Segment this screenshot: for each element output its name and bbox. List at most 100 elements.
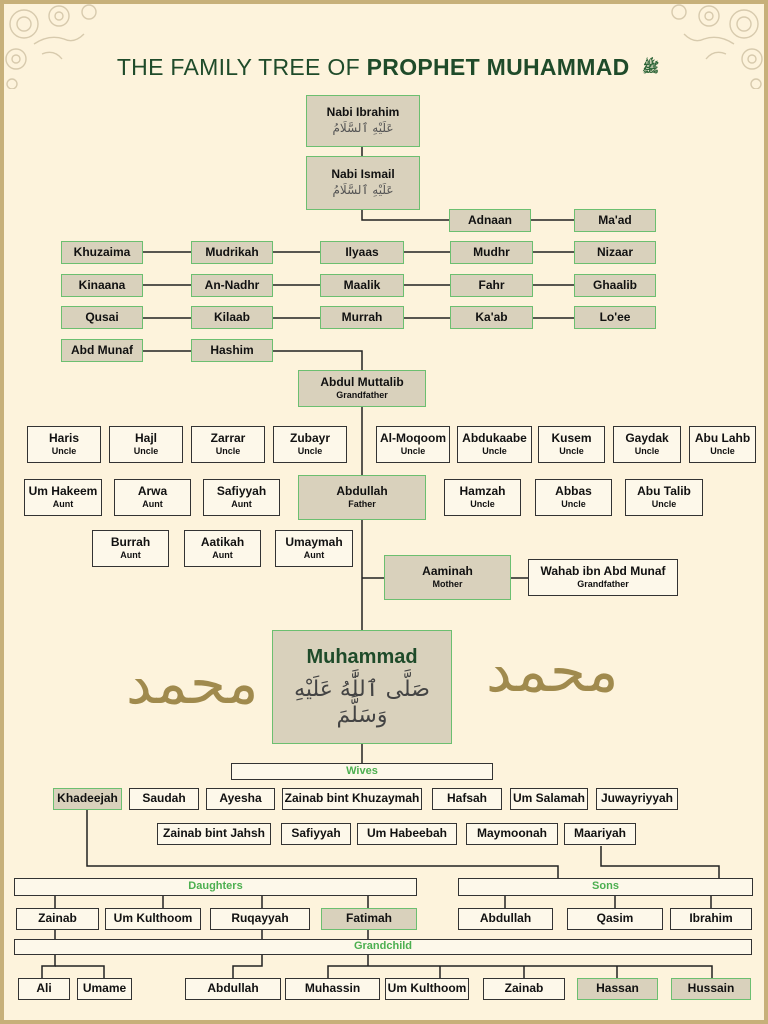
connector-lines <box>41 146 720 978</box>
node-name: Abu Talib <box>637 484 691 499</box>
node-role: Aunt <box>231 499 252 510</box>
node-name: Nabi Ibrahim <box>326 105 400 120</box>
node-murrah: Murrah <box>320 306 404 329</box>
calligraphy-left: محمد <box>126 649 259 717</box>
node-role: Uncle <box>400 446 426 457</box>
node-kaab: Ka'ab <box>450 306 533 329</box>
node-mudhr: Mudhr <box>450 241 533 264</box>
node-name: Muhassin <box>304 981 361 996</box>
node-name: Khuzaima <box>73 244 131 259</box>
node-name: An-Nadhr <box>204 277 260 292</box>
node-muhassin: Muhassin <box>285 978 380 1000</box>
node-ibrahim-son: Ibrahim <box>670 908 752 930</box>
node-arabic: صَلَّى ٱللَّٰهُ عَلَيْهِ وَسَلَّمَ <box>294 677 430 728</box>
node-name: Qasim <box>596 911 634 926</box>
node-name: Zainab bint Khuzaymah <box>284 791 420 806</box>
node-arabic: عَلَيْهِ ٱلسَّلَامُ <box>332 183 394 197</box>
node-name: Hamzah <box>459 484 506 499</box>
node-role: Uncle <box>482 446 507 457</box>
corner-ornament-right <box>671 4 763 89</box>
node-nabi-ismail: Nabi Ismail عَلَيْهِ ٱلسَّلَامُ <box>306 156 420 210</box>
node-name: Um Kulthoom <box>387 981 467 996</box>
node-name: Maymoonah <box>476 826 547 841</box>
node-name: Ghaalib <box>592 277 637 292</box>
node-maymoonah: Maymoonah <box>466 823 558 845</box>
node-umame: Umame <box>77 978 132 1000</box>
node-name: Saudah <box>142 791 186 806</box>
node-name: Ka'ab <box>475 309 508 324</box>
node-qasim: Qasim <box>567 908 663 930</box>
node-hussain: Hussain <box>671 978 751 1000</box>
node-maariyah: Maariyah <box>564 823 636 845</box>
node-saudah: Saudah <box>129 788 199 810</box>
node-name: Aaminah <box>422 564 473 579</box>
node-name: Maariyah <box>573 826 627 841</box>
node-ilyaas: Ilyaas <box>320 241 404 264</box>
node-name: Muhammad <box>306 646 418 669</box>
node-role: Uncle <box>51 446 77 457</box>
node-ruqayyah: Ruqayyah <box>210 908 310 930</box>
node-ayesha: Ayesha <box>206 788 275 810</box>
node-abdullah-grandchild: Abdullah <box>185 978 281 1000</box>
node-role: Aunt <box>120 550 141 561</box>
node-name: Ma'ad <box>598 212 632 227</box>
honorific-glyph: ﷺ <box>642 58 660 75</box>
node-zainab-grandchild: Zainab <box>483 978 565 1000</box>
calligraphy-right: محمد <box>486 637 619 705</box>
group-wives: Wives <box>231 763 493 780</box>
group-daughters: Daughters <box>14 878 417 896</box>
node-safiyyah-wife: Safiyyah <box>281 823 351 845</box>
title-part-1: THE FAMILY TREE OF <box>116 54 360 80</box>
node-loee: Lo'ee <box>574 306 656 329</box>
node-hafsah: Hafsah <box>432 788 502 810</box>
node-um-habeebah: Um Habeebah <box>357 823 457 845</box>
node-qusai: Qusai <box>61 306 143 329</box>
node-name: Abdullah <box>336 484 388 499</box>
node-name: Kinaana <box>78 277 126 292</box>
node-name: Ayesha <box>219 791 262 806</box>
node-name: Abdul Muttalib <box>320 375 404 390</box>
node-role: Uncle <box>133 446 159 457</box>
node-role: Uncle <box>651 499 677 510</box>
node-zainab-bint-jahsh: Zainab bint Jahsh <box>157 823 271 845</box>
node-name: Safiyyah <box>291 826 341 841</box>
node-name: Um Habeebah <box>366 826 448 841</box>
node-name: Ruqayyah <box>231 911 289 926</box>
node-name: Kusem <box>551 431 592 446</box>
node-name: Khadeejah <box>57 791 118 806</box>
node-name: Al-Moqoom <box>380 431 446 446</box>
node-name: Hassan <box>596 981 639 996</box>
node-name: Kilaab <box>213 309 250 324</box>
node-name: Umaymah <box>285 535 343 550</box>
node-name: Hajl <box>134 431 157 446</box>
node-name: Hashim <box>210 342 254 357</box>
node-role: Grandfather <box>577 579 629 590</box>
node-juwayriyyah: Juwayriyyah <box>596 788 678 810</box>
node-hassan: Hassan <box>577 978 658 1000</box>
page-title: THE FAMILY TREE OF PROPHET MUHAMMAD ﷺ <box>4 54 764 81</box>
node-fahr: Fahr <box>450 274 533 297</box>
node-role: Uncle <box>561 499 586 510</box>
node-nabi-ibrahim: Nabi Ibrahim عَلَيْهِ ٱلسَّلَامُ <box>306 95 420 147</box>
node-abd-munaf: Abd Munaf <box>61 339 143 362</box>
node-role: Aunt <box>142 499 163 510</box>
node-name: Haris <box>48 431 80 446</box>
node-name: Fahr <box>478 277 505 292</box>
